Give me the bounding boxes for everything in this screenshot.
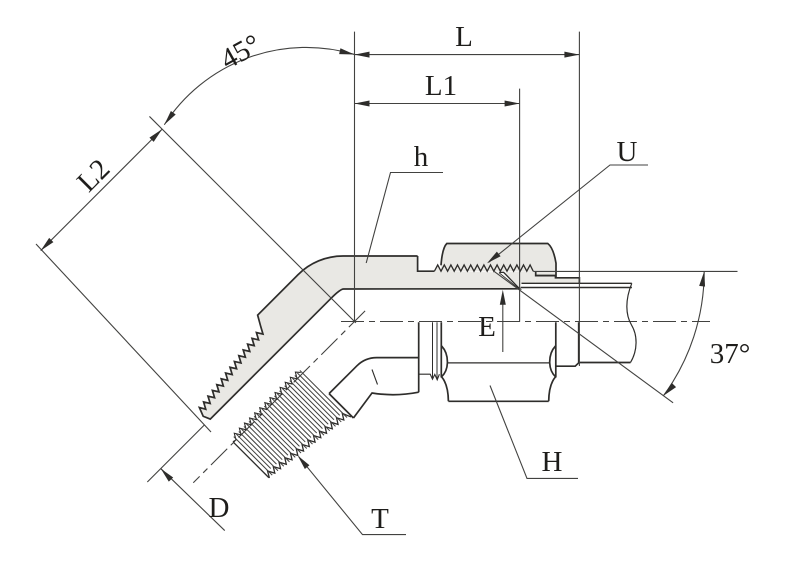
npt-band-top [232,371,301,443]
arrowhead-L2-upper [149,129,163,142]
arrowhead-U [487,251,501,264]
nut-lower-left [440,322,450,402]
flare-angle-line [493,270,674,404]
body-outline [197,255,523,421]
body-lower-silhouette [328,356,419,395]
dim-label-D: D [209,492,230,524]
part-label-T: T [371,503,389,535]
arrowhead-D [160,468,174,482]
arrowhead-37-top [699,271,706,287]
dim-label-L: L [455,21,473,53]
body-thread-profile [433,263,534,273]
leader-h [365,171,443,264]
dim-label-flare-angle: 37° [710,338,751,370]
leader-H [489,385,578,479]
stud-end-face [233,441,270,479]
dim-line-L2 [40,128,163,252]
arrowhead-L1-right [504,100,520,107]
ext-line-d [146,424,205,483]
dim-label-E: E [478,311,496,343]
leader-T [298,456,406,536]
leader-U [488,164,648,263]
arrowhead-T [297,455,310,470]
arrowhead-L-left [354,51,370,58]
ext-line-l2-outer [35,243,212,433]
arrowhead-L2-lower [40,237,54,251]
tube-break-line [626,283,637,363]
arrowhead-E [499,289,506,305]
hex-front-face [328,393,355,419]
bend-tick [371,369,379,385]
part-label-h: h [414,141,429,173]
arrowhead-45-right [339,48,355,55]
arrowhead-L-right [564,51,580,58]
arrowhead-L1-left [354,100,370,107]
npt-thread-lines [233,370,348,476]
hex-lower-silhouette [352,391,419,419]
ext-line-l2-inner [149,116,357,324]
nut-lower-right [547,322,557,402]
body-fill [199,256,520,420]
arrowhead-45-left [164,110,176,125]
elbow-angle-arc [163,46,355,126]
part-label-H: H [542,446,563,478]
flare-cone [499,271,521,290]
exposed-thread-lower [418,373,440,382]
nut-boss [555,322,580,368]
part-label-U: U [617,136,638,168]
centerline-angled [192,310,366,484]
sleeve-fill [535,275,580,284]
dim-label-L1: L1 [425,70,457,102]
arrowhead-37-bottom [663,382,677,396]
